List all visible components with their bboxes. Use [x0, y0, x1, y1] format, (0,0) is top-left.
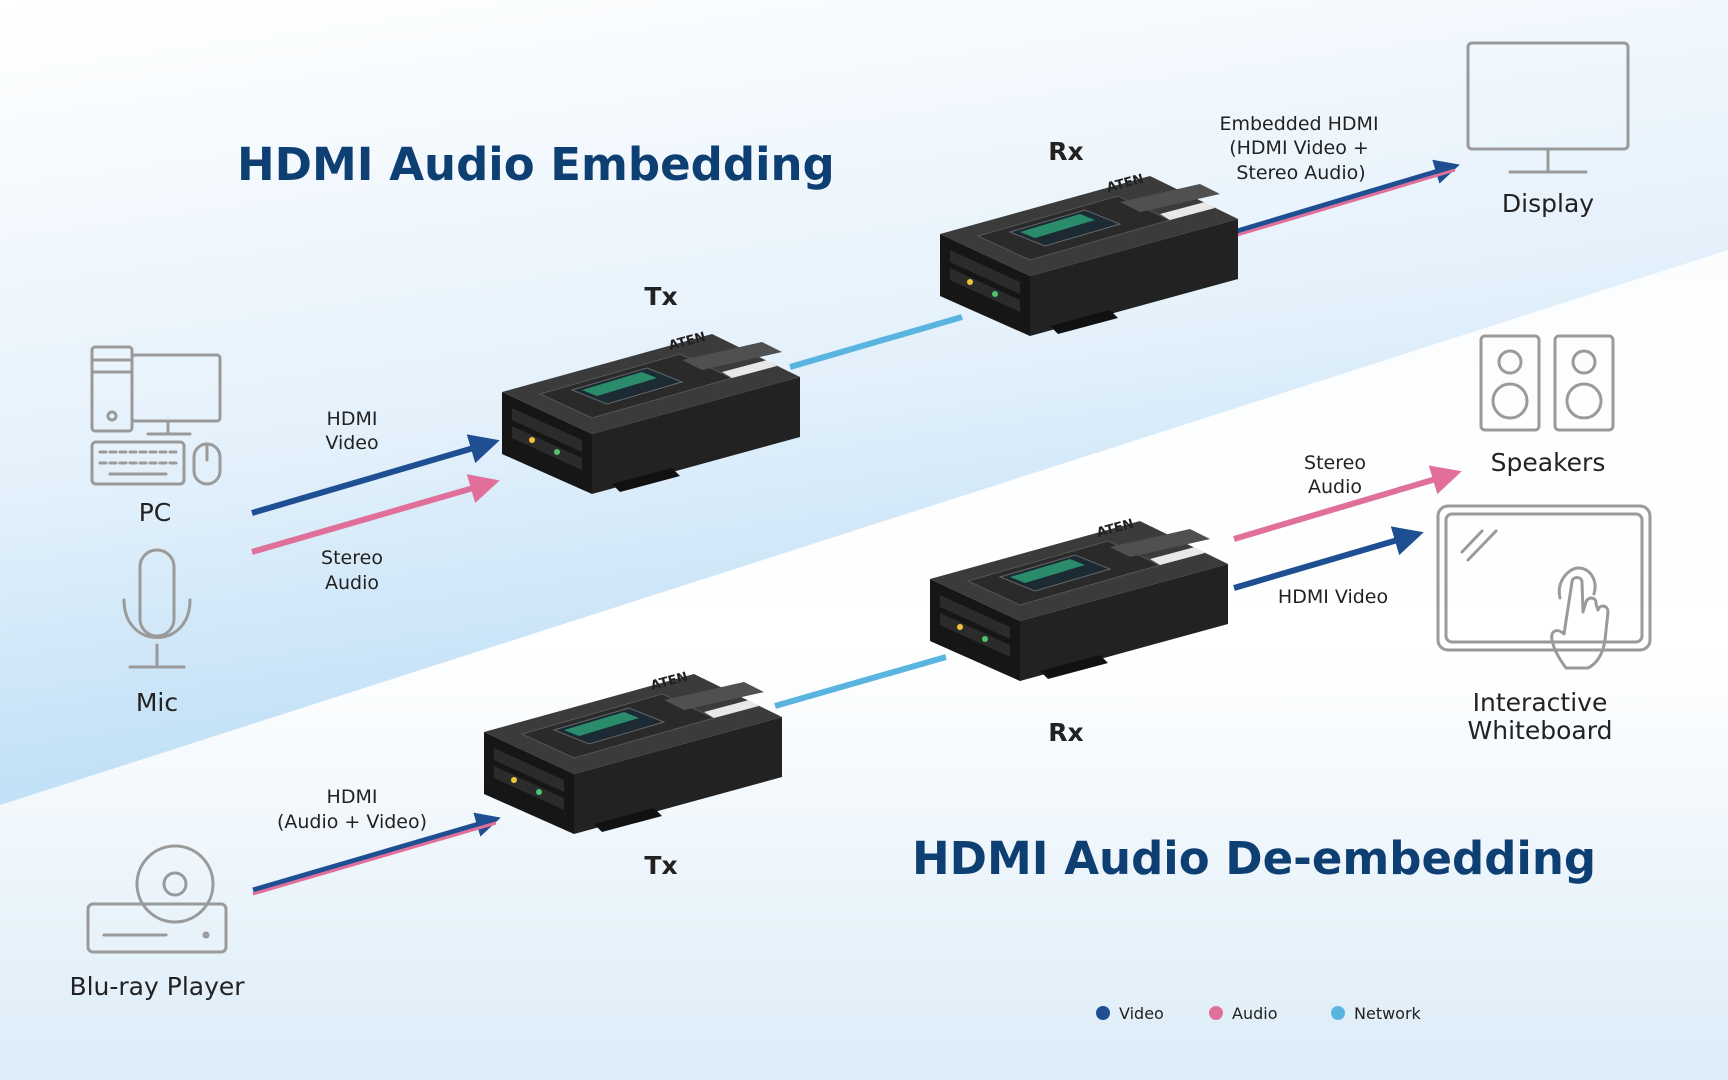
label-hdmi-video-in-1: HDMI [327, 408, 378, 430]
label-hdmi-video-out: HDMI Video [1278, 586, 1388, 608]
arrow-embedded-hdmi-video [1233, 159, 1460, 235]
display-icon [1466, 41, 1630, 174]
label-stereo-audio-out-2: Audio [1308, 476, 1362, 498]
label-display: Display [1502, 189, 1594, 218]
label-stereo-audio-out-1: Stereo [1304, 452, 1366, 474]
arrow-hdmi-video-out [1233, 526, 1424, 591]
arrow-hdmi-video-in [251, 434, 500, 516]
label-embedded-1: Embedded HDMI [1219, 113, 1378, 135]
speakers-icon [1479, 334, 1615, 432]
label-pc: PC [139, 498, 172, 527]
arrow-embedded-hdmi-audio [1233, 168, 1456, 238]
label-hdmi-video-in-2: Video [325, 432, 378, 454]
arrow-hdmi-av-video [252, 812, 501, 893]
arrow-stereo-audio-in [251, 474, 500, 555]
label-mic: Mic [136, 688, 178, 717]
background-top-band [0, 0, 1728, 805]
label-whiteboard-2: Whiteboard [1468, 716, 1613, 745]
network-line-bottom [774, 654, 947, 709]
label-hdmi-av-1: HDMI [327, 786, 378, 808]
label-hdmi-av-2: (Audio + Video) [277, 811, 427, 833]
arrow-hdmi-av-audio [252, 821, 497, 896]
bluray-icon [86, 844, 228, 954]
mic-icon [122, 548, 192, 669]
unit-label-tx-bottom: Tx [644, 851, 677, 880]
legend-label-video: Video [1119, 1004, 1164, 1023]
unit-label-rx-top: Rx [1048, 137, 1083, 166]
legend-label-audio: Audio [1232, 1004, 1277, 1023]
title-deembedding: HDMI Audio De-embedding [912, 832, 1596, 885]
label-embedded-2: (HDMI Video + [1229, 137, 1369, 159]
legend-dot-network [1331, 1006, 1345, 1020]
arrow-stereo-audio-out [1233, 465, 1462, 542]
label-embedded-3: Stereo Audio) [1236, 162, 1365, 184]
label-bluray: Blu-ray Player [69, 972, 245, 1001]
network-line-top [789, 314, 963, 370]
legend-dot-video [1096, 1006, 1110, 1020]
unit-label-tx-top: Tx [644, 282, 677, 311]
label-speakers: Speakers [1491, 448, 1606, 477]
legend: Video Audio Network [1096, 1004, 1422, 1023]
legend-label-network: Network [1354, 1004, 1422, 1023]
title-embedding: HDMI Audio Embedding [237, 138, 835, 191]
legend-dot-audio [1209, 1006, 1223, 1020]
whiteboard-icon [1436, 504, 1652, 670]
label-whiteboard-1: Interactive [1473, 688, 1608, 717]
pc-icon [90, 345, 222, 486]
label-stereo-audio-in-2: Audio [325, 572, 379, 594]
unit-label-rx-bottom: Rx [1048, 718, 1083, 747]
label-stereo-audio-in-1: Stereo [321, 547, 383, 569]
